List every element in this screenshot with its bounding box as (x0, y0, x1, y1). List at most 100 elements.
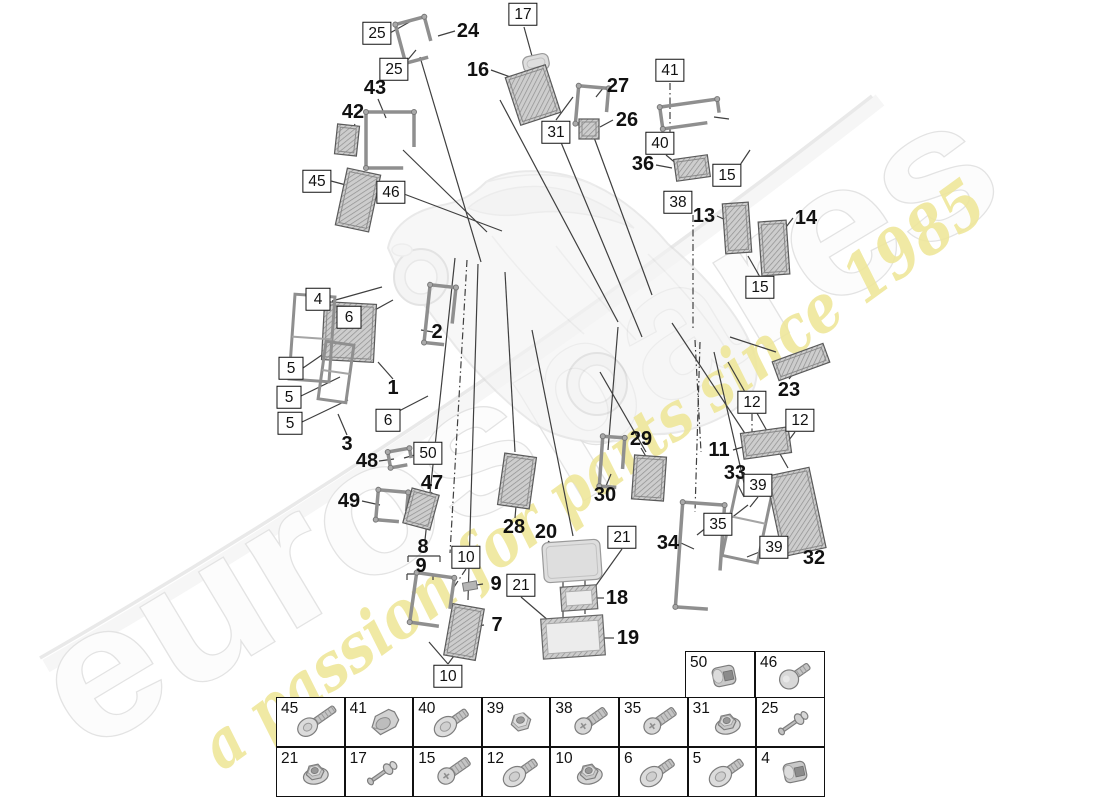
fastener-cell-17[interactable]: 17 (344, 747, 414, 797)
leader-line-75 (607, 326, 619, 451)
callout-1[interactable]: 1 (387, 377, 399, 399)
leader-line-10 (655, 164, 673, 169)
leader-line-7 (555, 96, 574, 121)
callout-6a[interactable]: 6 (336, 305, 362, 329)
callout-39b[interactable]: 39 (759, 535, 789, 559)
callout-21a[interactable]: 21 (506, 573, 536, 597)
fastener-cell-12[interactable]: 12 (481, 747, 551, 797)
leader-line-74 (599, 371, 647, 453)
callout-5c[interactable]: 5 (277, 411, 303, 435)
leader-line-71 (467, 263, 479, 601)
callout-32[interactable]: 32 (802, 547, 826, 569)
callout-13[interactable]: 13 (692, 205, 716, 227)
leader-line-6 (599, 119, 614, 128)
callout-9a[interactable]: 9 (415, 555, 427, 577)
part-8-bracket (406, 569, 458, 628)
callout-2[interactable]: 2 (431, 321, 443, 343)
leader-line-33 (378, 458, 395, 462)
callout-36[interactable]: 36 (631, 153, 655, 175)
callout-6b[interactable]: 6 (375, 408, 401, 432)
fastener-cell-25[interactable]: 25 (756, 697, 825, 747)
callout-4[interactable]: 4 (305, 287, 331, 311)
fastener-cell-35[interactable]: 35 (619, 697, 688, 747)
callout-21b[interactable]: 21 (607, 525, 637, 549)
callout-19[interactable]: 19 (616, 627, 640, 649)
part-16-ecu (504, 63, 562, 127)
leader-line-42 (749, 496, 759, 508)
callout-10b[interactable]: 10 (433, 664, 463, 688)
callout-45[interactable]: 45 (302, 169, 332, 193)
callout-42[interactable]: 42 (341, 101, 365, 123)
part-7-ecu (443, 602, 485, 662)
callout-49[interactable]: 49 (337, 490, 361, 512)
fastener-icon-grommet-nut (711, 664, 737, 688)
leader-line-11 (713, 116, 730, 120)
callout-17[interactable]: 17 (508, 2, 538, 26)
fastener-cell-15[interactable]: 15 (413, 747, 482, 797)
callout-3[interactable]: 3 (341, 433, 353, 455)
fastener-cell-4[interactable]: 4 (756, 747, 825, 797)
fastener-cell-10[interactable]: 10 (550, 747, 619, 797)
callout-8[interactable]: 8 (417, 536, 429, 558)
fastener-cell-46[interactable]: 46 (755, 651, 825, 698)
callout-10a[interactable]: 10 (451, 545, 481, 569)
watermark-swoosh (39, 94, 885, 673)
leader-line-38 (605, 473, 612, 487)
callout-29[interactable]: 29 (629, 428, 653, 450)
callout-25a[interactable]: 25 (362, 21, 392, 45)
callout-41[interactable]: 41 (655, 58, 685, 82)
callout-9b[interactable]: 9 (490, 573, 502, 595)
callout-20[interactable]: 20 (534, 521, 558, 543)
callout-27[interactable]: 27 (606, 75, 630, 97)
fastener-cell-label: 25 (761, 700, 779, 717)
callout-46[interactable]: 46 (376, 180, 406, 204)
callout-31[interactable]: 31 (541, 120, 571, 144)
callout-24[interactable]: 24 (456, 20, 480, 42)
callout-5b[interactable]: 5 (276, 385, 302, 409)
callout-43[interactable]: 43 (363, 77, 387, 99)
fastener-cell-6[interactable]: 6 (619, 747, 688, 797)
fastener-icon-rivet-pin (778, 710, 809, 736)
callout-34[interactable]: 34 (656, 532, 680, 554)
callout-18[interactable]: 18 (605, 587, 629, 609)
callout-26[interactable]: 26 (615, 109, 639, 131)
callout-25b[interactable]: 25 (379, 57, 409, 81)
fastener-cell-31[interactable]: 31 (687, 697, 757, 747)
part-19-tray (540, 614, 606, 660)
fastener-cell-38[interactable]: 38 (550, 697, 619, 747)
part-glyphs (287, 13, 831, 662)
callout-15b[interactable]: 15 (745, 275, 775, 299)
part-11-ecu (739, 426, 793, 460)
leader-line-78 (694, 341, 701, 513)
fastener-cell-50[interactable]: 50 (685, 651, 755, 698)
callout-38[interactable]: 38 (663, 190, 693, 214)
callout-47[interactable]: 47 (420, 472, 444, 494)
callout-14[interactable]: 14 (794, 207, 818, 229)
fastener-cell-21[interactable]: 21 (276, 747, 345, 797)
callout-7[interactable]: 7 (491, 614, 503, 636)
callout-12b[interactable]: 12 (785, 408, 815, 432)
callout-11[interactable]: 11 (708, 439, 730, 461)
callout-48[interactable]: 48 (355, 450, 379, 472)
callout-50[interactable]: 50 (413, 441, 443, 465)
callout-28[interactable]: 28 (502, 516, 526, 538)
callout-16[interactable]: 16 (466, 59, 490, 81)
part-29-ecu (630, 454, 668, 502)
callout-39a[interactable]: 39 (743, 473, 773, 497)
callout-30[interactable]: 30 (593, 484, 617, 506)
fastener-cell-39[interactable]: 39 (481, 697, 551, 747)
part-3b-frame (316, 339, 356, 405)
callout-33[interactable]: 33 (723, 462, 747, 484)
fastener-cell-5[interactable]: 5 (687, 747, 757, 797)
callout-5a[interactable]: 5 (278, 356, 304, 380)
callout-35b[interactable]: 35 (703, 512, 733, 536)
fastener-cell-40[interactable]: 40 (413, 697, 482, 747)
callout-40[interactable]: 40 (645, 131, 675, 155)
leader-line-12 (739, 149, 751, 166)
callout-15a[interactable]: 15 (712, 163, 742, 187)
fastener-cell-41[interactable]: 41 (344, 697, 414, 747)
callout-23[interactable]: 23 (777, 379, 801, 401)
callout-12a[interactable]: 12 (737, 390, 767, 414)
leader-line-77 (729, 336, 777, 353)
fastener-cell-45[interactable]: 45 (276, 697, 345, 747)
